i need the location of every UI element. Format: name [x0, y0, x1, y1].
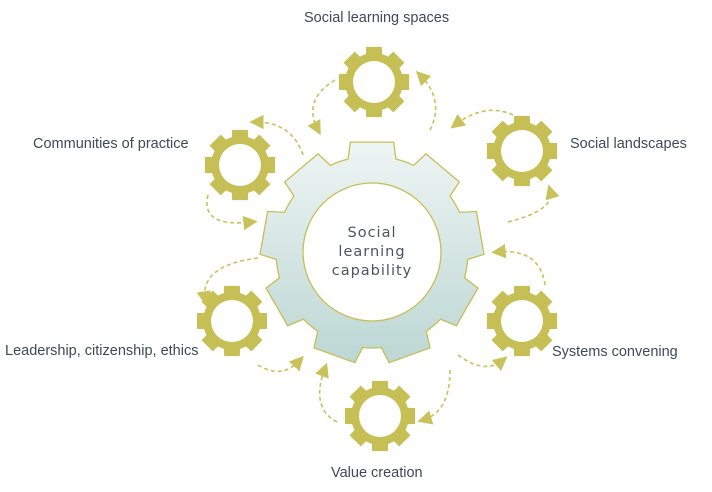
arrow-value-in — [417, 369, 451, 425]
gear-leadership-citizenship-ethics — [196, 285, 268, 357]
label-leadership-citizenship-ethics: Leadership, citizenship, ethics — [5, 343, 199, 359]
center-label-line-2: learning — [338, 244, 405, 260]
gear-icon — [486, 115, 558, 187]
gear-systems-convening — [486, 285, 558, 357]
arrow-spaces-in — [307, 79, 336, 136]
label-social-landscapes: Social landscapes — [570, 136, 687, 152]
label-systems-convening: Systems convening — [552, 344, 678, 360]
center-label-line-3: capability — [332, 263, 413, 279]
gear-social-landscapes — [486, 115, 558, 187]
arrows — [196, 70, 560, 425]
arrow-convening-in — [491, 244, 546, 286]
arrow-communities-out — [249, 114, 304, 156]
label-social-learning-spaces: Social learning spaces — [304, 10, 450, 26]
central-gear-hub — [302, 182, 442, 322]
center-label-line-1: Social — [348, 225, 397, 241]
gear-icon — [486, 285, 558, 357]
gear-icon — [338, 46, 410, 118]
arrow-leadership-out — [196, 257, 259, 306]
arrow-landscapes-in — [450, 109, 514, 129]
label-value-creation: Value creation — [331, 465, 423, 481]
central-gear: Social learning capability — [259, 141, 485, 364]
gear-icon — [204, 129, 276, 201]
label-communities-of-practice: Communities of practice — [33, 136, 189, 152]
arrow-landscapes-out — [507, 184, 560, 223]
gear-icon — [196, 285, 268, 357]
arrow-spaces-out — [415, 70, 437, 131]
gear-icon — [344, 380, 416, 452]
arrow-leadership-in — [257, 355, 304, 373]
gear-social-learning-spaces — [338, 46, 410, 118]
gear-communities-of-practice — [204, 129, 276, 201]
arrow-convening-out — [457, 354, 508, 372]
arrow-value-out — [315, 362, 338, 423]
gear-value-creation — [344, 380, 416, 452]
